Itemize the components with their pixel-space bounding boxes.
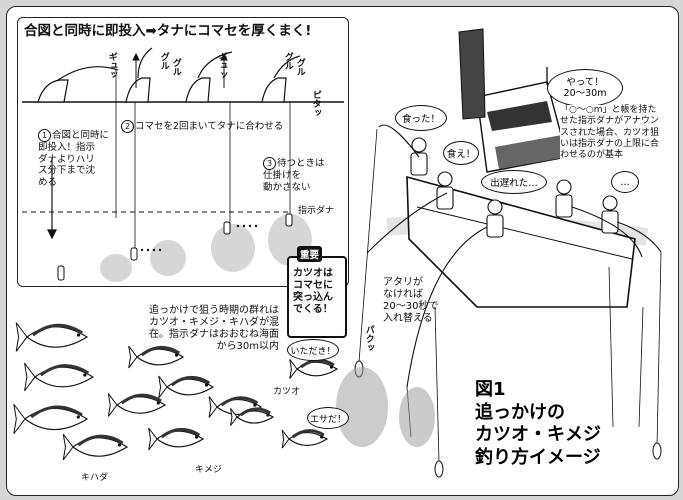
hull-stripe <box>416 206 633 260</box>
rig-sinkers <box>57 213 293 281</box>
kutta-bubble: 食った！ <box>395 105 447 131</box>
swap-if-no-bite-note: アタリが なければ 20～30秒で 入れ替える <box>383 277 439 324</box>
hand-rod-4 <box>261 55 301 223</box>
hand-rod-1 <box>37 66 119 218</box>
fish-1 <box>15 322 89 352</box>
label-katsuo: カツオ <box>273 387 301 397</box>
boat-sail <box>458 28 486 120</box>
method-inset-panel: 合図と同時に即投入➡タナにコマセを厚くまく! <box>17 17 349 287</box>
step-2-number: 2 <box>121 120 134 133</box>
deresore-bubble: 出遅れた… <box>481 170 547 194</box>
figure-title-line-3: 釣り方イメージ <box>475 446 601 468</box>
sfx-gyu: ギュッ <box>106 52 117 79</box>
figure-label: 図1 <box>475 379 506 400</box>
fishing-lines <box>358 128 662 463</box>
reference-depth-label: 指示ダナ <box>298 206 335 216</box>
fish-3 <box>13 403 89 435</box>
fish-7 <box>107 393 167 417</box>
fish-2 <box>24 362 95 392</box>
fish-11 <box>289 358 339 379</box>
label-kimeji: キメジ <box>195 465 223 475</box>
school-description: 追っかけで狙う時期の群れは カツオ・キメジ・キハダが混 在。指示ダナはおおむね海… <box>149 305 279 352</box>
fish-8 <box>148 427 205 451</box>
figure-title: 図1 追っかけの カツオ・キメジ 釣り方イメージ <box>475 379 601 469</box>
lift-arrows <box>132 52 228 88</box>
esada-bubble: エサだ！ <box>307 407 349 429</box>
important-text: カツオは コマセに 突っ込ん でくる！ <box>293 268 333 315</box>
figure-title-line-2: カツオ・キメジ <box>475 424 601 445</box>
itadaki-bubble: いただき！ <box>287 339 339 361</box>
important-badge: 重要 <box>297 246 323 262</box>
sfx-guru-3: グル <box>282 52 293 70</box>
fish-5 <box>128 345 185 369</box>
hand-rod-3 <box>185 51 233 228</box>
inset-drawing <box>22 47 344 282</box>
sfx-guru-2: グル <box>170 58 181 76</box>
sink-arrow <box>47 158 57 240</box>
cabin-lower-window <box>495 135 567 169</box>
boat-scene <box>13 28 662 478</box>
figure-title-line-1: 追っかけの <box>475 401 565 423</box>
important-callout: 重要 カツオは コマセに 突っ込ん でくる！ <box>287 246 347 338</box>
step-1-text: 合図と同時に 即投入！指示 ダナよりハリ ス分下まで沈 める <box>38 130 110 188</box>
sfx-pita: ピタッ <box>310 90 321 117</box>
angler-figures <box>410 137 619 238</box>
illustration-frame: 合図と同時に即投入➡タナにコマセを厚くまく! <box>6 6 679 496</box>
fish-10 <box>230 407 275 426</box>
cabin-windows <box>487 101 552 131</box>
chum-trail <box>336 367 435 447</box>
call-out-depth-bubble: やって！ 20～30m <box>547 69 623 107</box>
inset-title: 合図と同時に即投入➡タナにコマセを厚くまく! <box>24 23 312 39</box>
kue-bubble: 食え！ <box>443 141 479 165</box>
sfx-gyu-2: ギュッ <box>216 52 227 79</box>
step-2-text: コマセを2回まいてタナに合わせる <box>135 121 284 132</box>
transition-dots <box>140 224 258 252</box>
fish-school <box>13 322 339 461</box>
boat-hull <box>406 175 636 308</box>
angler-rods <box>366 124 662 388</box>
fish-12 <box>281 429 329 449</box>
step-3-text: 待つときは 仕掛けを 動かさない <box>263 158 325 193</box>
silent-bubble: … <box>611 171 639 193</box>
announcement-note: 「○～○m」と帳を持た せた指示ダナがアナウン スされた場合、カツオ狙 いは指示… <box>560 105 678 162</box>
fish-4 <box>62 433 129 461</box>
chum-clouds <box>100 214 312 282</box>
label-kihada: キハダ <box>81 473 109 483</box>
hand-rod-2 <box>125 47 153 253</box>
sfx-guru-1: グル <box>158 52 169 70</box>
sfx-pakku: パクッ <box>363 325 374 352</box>
sfx-guru-4: グル <box>294 58 305 76</box>
fish-6 <box>158 375 215 399</box>
